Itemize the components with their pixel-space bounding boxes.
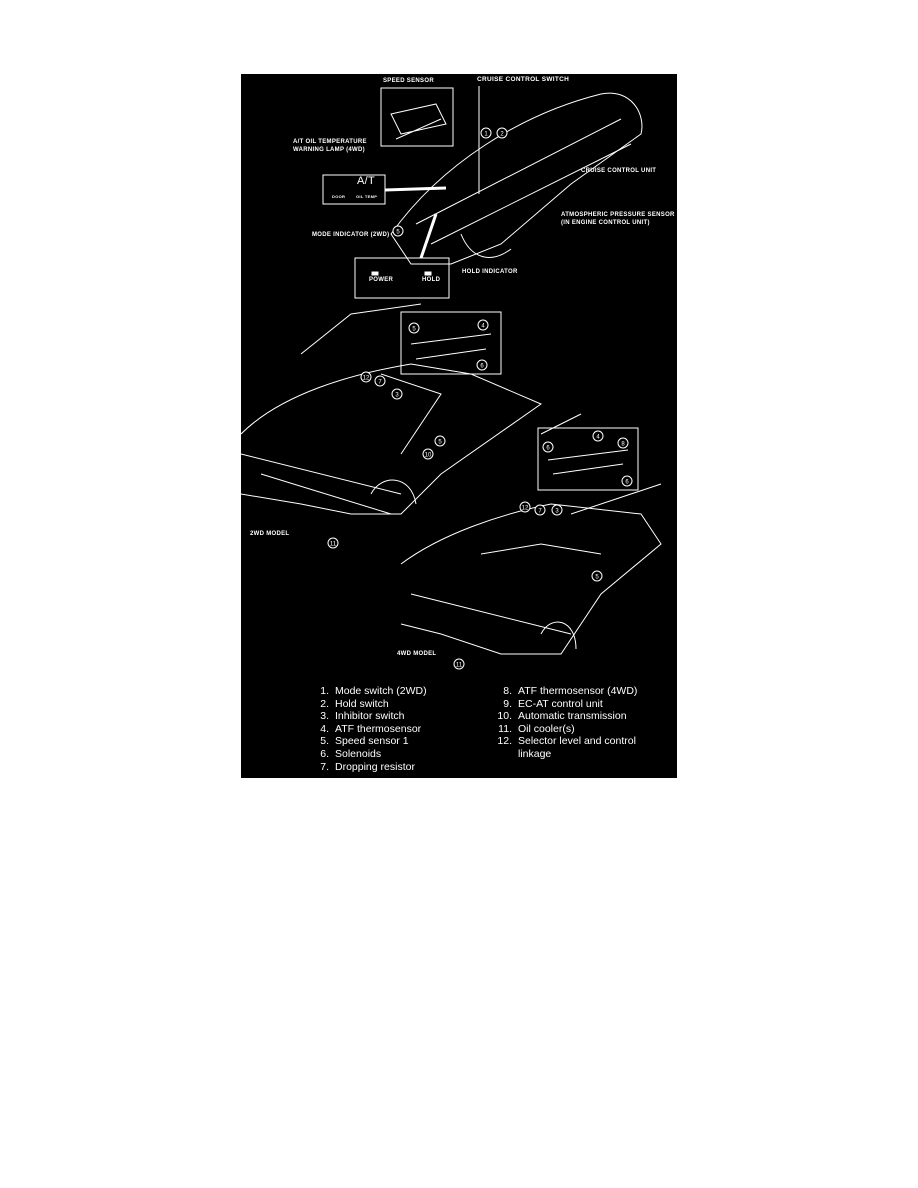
label-atmospheric-pressure-sensor: ATMOSPHERIC PRESSURE SENSOR: [561, 212, 675, 218]
legend-item: 8.ATF thermosensor (4WD): [503, 685, 638, 697]
label-cruise-control-switch: CRUISE CONTROL SWITCH: [477, 76, 570, 83]
callout-number: 5: [412, 327, 416, 333]
label-mode-indicator: MODE INDICATOR (2WD): [312, 232, 390, 238]
callout-number: 3: [395, 393, 399, 399]
callout-number: 6: [480, 364, 484, 370]
mode-indicator-panel: [354, 257, 450, 299]
label-hold: HOLD: [422, 277, 441, 283]
callout-number: 10: [425, 453, 432, 459]
legend-item: 11.Oil cooler(s): [498, 722, 575, 735]
label-cruise-control-unit: CRUISE CONTROL UNIT: [581, 168, 657, 174]
callout-number: 3: [555, 509, 559, 515]
legend-item: 9.EC-AT control unit: [503, 697, 603, 710]
dashboard-outline: [390, 92, 643, 265]
legend-item: 1.Mode switch (2WD): [320, 685, 427, 697]
label-atmospheric-pressure-sensor-2: (IN ENGINE CONTROL UNIT): [561, 220, 650, 226]
callout-number: 12: [522, 506, 529, 512]
callout-number: 2: [500, 132, 504, 138]
callout-number: 4: [596, 435, 600, 441]
callout-number: 7: [378, 380, 382, 386]
callout-circles: [327, 127, 633, 670]
legend-item: 4.ATF thermosensor: [320, 722, 422, 735]
legend-item: 12.Selector level and control: [497, 735, 636, 748]
legend-item: 3.Inhibitor switch: [320, 710, 405, 723]
callout-number: 11: [330, 542, 337, 548]
label-oil-temp-lamp-2: WARNING LAMP (4WD): [293, 147, 365, 153]
label-hold-indicator: HOLD INDICATOR: [462, 269, 518, 275]
legend-item-continuation: linkage: [518, 747, 552, 760]
callout-number: 8: [621, 442, 625, 448]
legend-item: 6.Solenoids: [320, 747, 382, 760]
speed-sensor-inset: [380, 87, 454, 147]
legend-right-column: 8.ATF thermosensor (4WD) 9.EC-AT control…: [494, 685, 637, 761]
callout-number: 12: [363, 376, 370, 382]
callout-number: 5: [595, 575, 599, 581]
callout-number: 11: [456, 663, 463, 669]
label-door: DOOR: [332, 194, 346, 199]
callout-number: 1: [484, 132, 488, 138]
car-4wd-outline: [400, 503, 662, 655]
callout-number: 7: [538, 509, 542, 515]
label-2wd-model: 2WD MODEL: [250, 531, 290, 537]
callout-number: 5: [438, 440, 442, 446]
callout-number: 6: [625, 480, 629, 486]
legend-item: 2.Hold switch: [320, 697, 389, 710]
callout-number: 6: [546, 446, 550, 452]
legend-item: 7.Dropping resistor: [320, 760, 415, 773]
legend-item: 10.Automatic transmission: [497, 710, 627, 723]
label-4wd-model: 4WD MODEL: [397, 651, 437, 657]
label-speed-sensor: SPEED SENSOR: [383, 78, 434, 84]
label-oil-temp-lamp: A/T OIL TEMPERATURE: [293, 139, 367, 145]
solenoid-inset-2wd: [400, 311, 502, 375]
label-at: A/T: [357, 175, 376, 187]
legend-item: 5.Speed sensor 1: [320, 735, 409, 748]
label-oil-temp: OIL TEMP: [356, 194, 378, 199]
solenoid-inset-4wd: [537, 427, 639, 491]
label-power: POWER: [369, 277, 394, 283]
callout-number: 4: [481, 324, 485, 330]
legend-left-column: 1.Mode switch (2WD) 2.Hold switch 3.Inhi…: [311, 685, 427, 773]
callout-number: 5: [396, 230, 400, 236]
